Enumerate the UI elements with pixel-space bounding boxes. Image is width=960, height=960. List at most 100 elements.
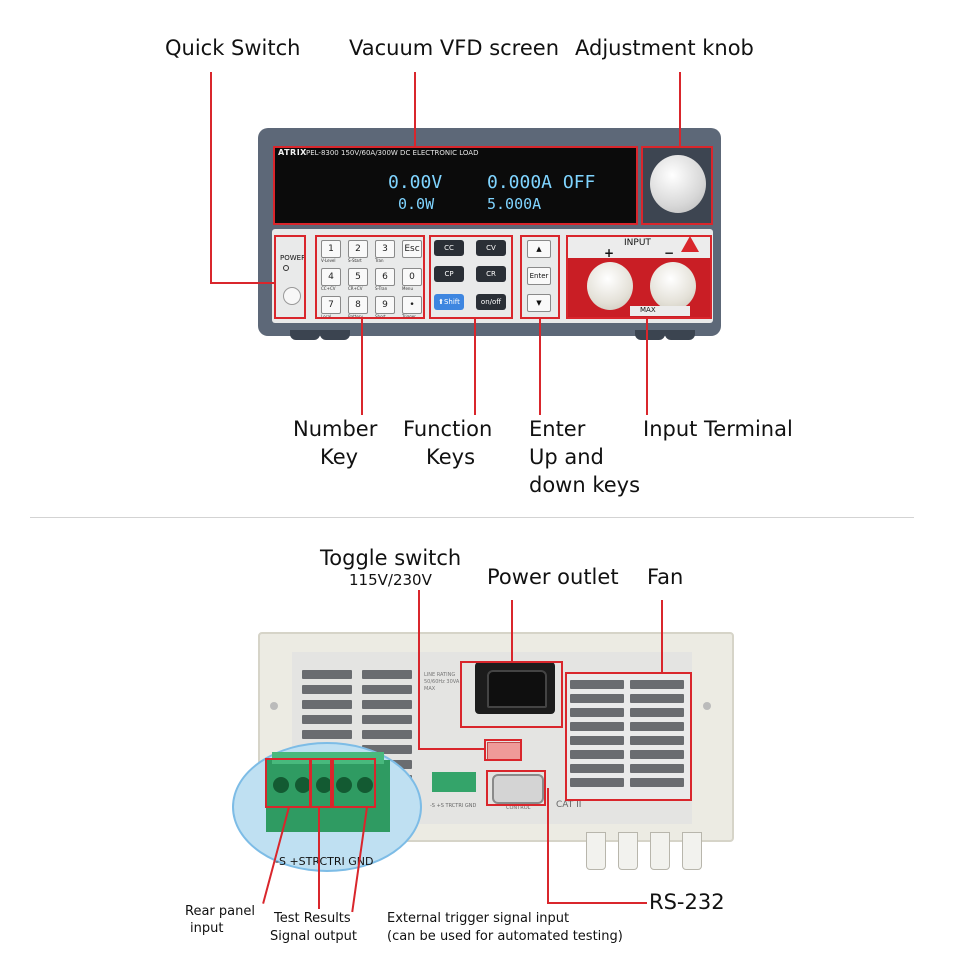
quick-switch-box	[274, 235, 306, 319]
cat-label: CAT II	[556, 800, 582, 810]
enter-key[interactable]: Enter	[527, 267, 551, 285]
rear-foot-4	[682, 832, 702, 870]
vent-slot	[362, 685, 412, 694]
plus-sign: +	[604, 246, 615, 260]
fan-vent-slot	[630, 764, 684, 773]
vfd-power: 0.0W	[398, 195, 435, 213]
front-foot-left-2	[320, 330, 350, 340]
control-terminal-block	[432, 772, 476, 792]
fan-vent-slot	[630, 750, 684, 759]
number-key[interactable]: 1	[321, 240, 341, 258]
number-key-sublabel: Trigger	[402, 314, 416, 319]
input-terminal-line	[646, 319, 648, 415]
front-foot-left	[290, 330, 320, 340]
terminal-hole-4	[336, 777, 352, 793]
function-keys-box	[429, 235, 513, 319]
terminal-hole-3	[316, 777, 332, 793]
max-label: MAX	[640, 306, 656, 314]
number-key[interactable]: 5	[348, 268, 368, 286]
fan-vent-slot	[630, 694, 684, 703]
screw-icon	[703, 702, 711, 710]
up-key[interactable]: ▲	[527, 240, 551, 258]
label-ext-trigger-2: (can be used for automated testing)	[387, 929, 623, 944]
toggle-line-v	[418, 590, 420, 750]
label-fan: Fan	[647, 565, 684, 589]
green-terminal-block	[266, 760, 390, 832]
label-number-key-2: Key	[320, 445, 359, 469]
number-key[interactable]: 3	[375, 240, 395, 258]
number-key[interactable]: •	[402, 296, 422, 314]
minus-sign: −	[664, 246, 675, 260]
fan-vent-slot	[570, 764, 624, 773]
fan-vent-slot	[570, 750, 624, 759]
label-test-results-2: Signal output	[270, 929, 357, 944]
terminal-pin-labels: -S +STRCTRI GND	[275, 855, 374, 868]
number-key[interactable]: 9	[375, 296, 395, 314]
number-key-box	[315, 235, 425, 319]
function-key[interactable]: CR	[476, 266, 506, 282]
rear-foot-3	[650, 832, 670, 870]
fan-vent-slot	[630, 722, 684, 731]
function-key[interactable]: ⬆Shift	[434, 294, 464, 310]
fan-vent-slot	[570, 694, 624, 703]
power-indicator-icon	[283, 265, 289, 271]
label-rear-input-1: Rear panel	[185, 904, 255, 919]
function-key[interactable]: CP	[434, 266, 464, 282]
power-button[interactable]	[283, 287, 301, 305]
outlet-socket	[487, 670, 547, 708]
number-key-line	[361, 319, 363, 415]
front-foot-right-2	[665, 330, 695, 340]
vfd-setpoint: 5.000A	[487, 195, 542, 213]
label-adjust-knob: Adjustment knob	[575, 36, 754, 60]
function-key[interactable]: on/off	[476, 294, 506, 310]
vent-slot	[302, 700, 352, 709]
control-label: CONTROL	[506, 805, 531, 811]
number-key[interactable]: 7	[321, 296, 341, 314]
function-keys-line	[474, 319, 476, 415]
function-key[interactable]: CV	[476, 240, 506, 256]
vent-slot	[302, 670, 352, 679]
outlet-line	[511, 600, 513, 662]
brand-logo: ATRIX	[278, 148, 307, 157]
label-rear-input-2: input	[190, 921, 224, 936]
label-input-terminal: Input Terminal	[643, 417, 793, 441]
vfd-line	[414, 72, 416, 147]
enter-keys-line	[539, 319, 541, 415]
number-key[interactable]: 0	[402, 268, 422, 286]
number-key-sublabel: S-Start	[348, 258, 362, 263]
max-strip	[630, 306, 690, 316]
power-outlet-box	[460, 661, 563, 728]
number-key[interactable]: 4	[321, 268, 341, 286]
input-terminal-box	[566, 235, 712, 319]
terminal-plus-knob[interactable]	[587, 262, 633, 310]
fan-line	[661, 600, 663, 673]
label-enter-3: down keys	[529, 473, 641, 497]
quick-switch-line-h	[210, 282, 275, 284]
rs232-port[interactable]	[492, 774, 544, 804]
label-ext-trigger-1: External trigger signal input	[387, 911, 570, 926]
label-function-keys-1: Function	[403, 417, 493, 441]
adjustment-knob[interactable]	[650, 155, 706, 213]
vent-slot	[362, 700, 412, 709]
rating-text: LINE RATING 50/60Hz 30VA MAX	[424, 672, 460, 692]
vent-slot	[302, 715, 352, 724]
label-vfd-screen: Vacuum VFD screen	[349, 36, 559, 60]
number-key-sublabel: Tran	[375, 258, 384, 263]
test-output-box	[310, 758, 332, 808]
power-outlet[interactable]	[475, 662, 555, 714]
number-key[interactable]: Esc	[402, 240, 422, 258]
quick-switch-line-v	[210, 72, 212, 283]
function-key[interactable]: CC	[434, 240, 464, 256]
power-label: POWER	[280, 254, 306, 262]
toggle-line-h	[418, 748, 486, 750]
vfd-current-status: 0.000A OFF	[487, 172, 596, 193]
down-key[interactable]: ▼	[527, 294, 551, 312]
number-key-sublabel: Local	[321, 314, 332, 319]
screw-icon	[270, 702, 278, 710]
number-key[interactable]: 2	[348, 240, 368, 258]
label-toggle-switch: Toggle switch	[320, 546, 462, 570]
number-key[interactable]: 8	[348, 296, 368, 314]
vfd-voltage: 0.00V	[388, 172, 443, 193]
terminal-minus-knob[interactable]	[650, 262, 696, 310]
number-key[interactable]: 6	[375, 268, 395, 286]
